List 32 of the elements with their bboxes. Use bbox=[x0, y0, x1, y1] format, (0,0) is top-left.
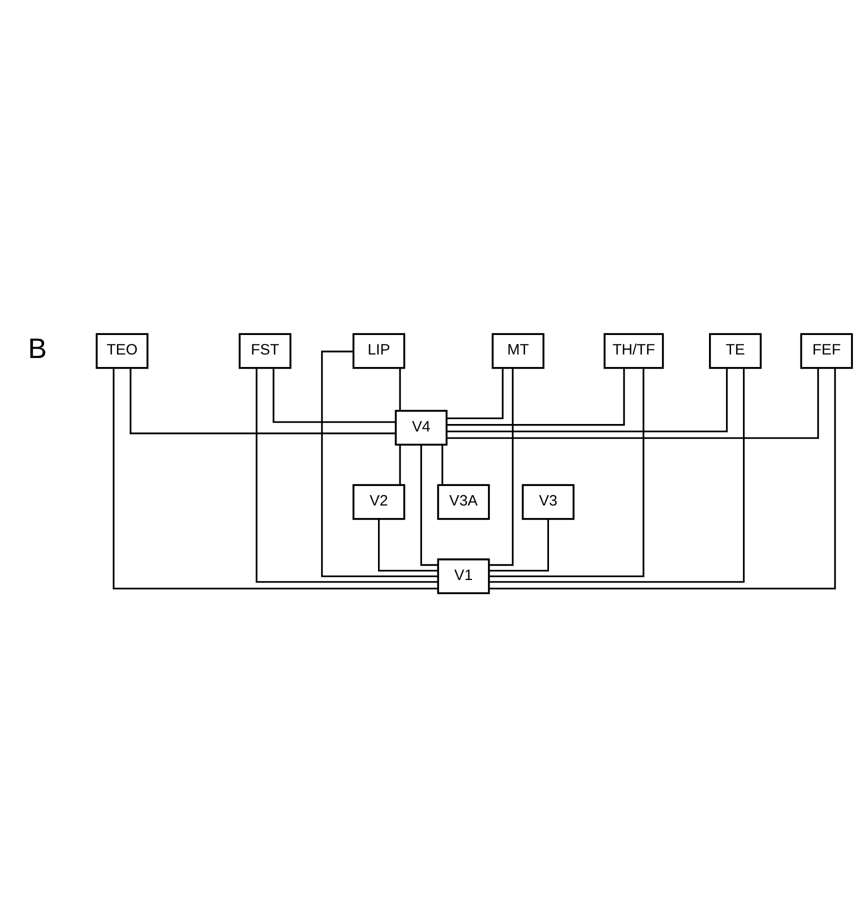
connector bbox=[489, 368, 745, 582]
connector bbox=[130, 368, 396, 434]
node-box: V3 bbox=[522, 484, 574, 520]
connector bbox=[321, 350, 438, 577]
connector bbox=[399, 444, 401, 484]
connector bbox=[446, 368, 504, 419]
node-box: TEO bbox=[96, 332, 148, 368]
node-box: FST bbox=[238, 332, 292, 368]
connector bbox=[489, 368, 514, 566]
connector bbox=[420, 444, 438, 566]
node-box: LIP bbox=[352, 332, 406, 368]
connector bbox=[489, 368, 836, 589]
node-box: FEF bbox=[800, 332, 853, 368]
node-box: MT bbox=[492, 332, 544, 368]
node-box: TH/TF bbox=[604, 332, 664, 368]
connector bbox=[378, 518, 438, 572]
connector bbox=[112, 368, 438, 589]
connector bbox=[442, 444, 444, 484]
connector bbox=[446, 368, 625, 426]
connector bbox=[488, 518, 549, 572]
label: B bbox=[28, 332, 47, 364]
connector bbox=[488, 367, 644, 577]
node-box: V1 bbox=[437, 558, 490, 594]
connector bbox=[399, 368, 401, 410]
node-box: V2 bbox=[352, 484, 406, 520]
node-box: TE bbox=[709, 332, 762, 368]
connector bbox=[272, 368, 396, 422]
connector bbox=[446, 368, 728, 432]
node-box: V4 bbox=[394, 409, 448, 446]
node-box: V3A bbox=[437, 484, 490, 520]
connector bbox=[446, 368, 819, 438]
connector bbox=[256, 368, 438, 582]
